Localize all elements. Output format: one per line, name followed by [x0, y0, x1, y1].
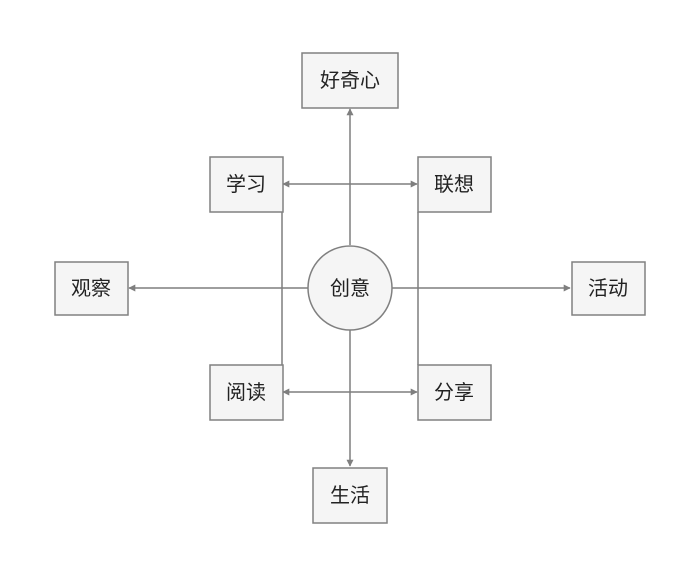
node-observation: 观察	[54, 261, 129, 316]
node-learning: 学习	[209, 156, 284, 213]
node-activity-label: 活动	[588, 276, 628, 300]
connectors	[128, 108, 571, 467]
node-reading-label: 阅读	[226, 380, 266, 404]
node-association: 联想	[417, 156, 492, 213]
node-sharing: 分享	[417, 364, 492, 421]
center-label: 创意	[330, 276, 370, 300]
node-curiosity-label: 好奇心	[320, 68, 380, 92]
node-curiosity: 好奇心	[301, 52, 399, 109]
node-association-label: 联想	[434, 172, 474, 196]
node-sharing-label: 分享	[434, 380, 474, 404]
node-observation-label: 观察	[71, 276, 111, 300]
center-node: 创意	[307, 245, 393, 331]
node-life-label: 生活	[330, 483, 370, 507]
node-reading: 阅读	[209, 364, 284, 421]
node-life: 生活	[312, 467, 388, 524]
node-activity: 活动	[571, 261, 646, 316]
node-learning-label: 学习	[226, 172, 266, 196]
